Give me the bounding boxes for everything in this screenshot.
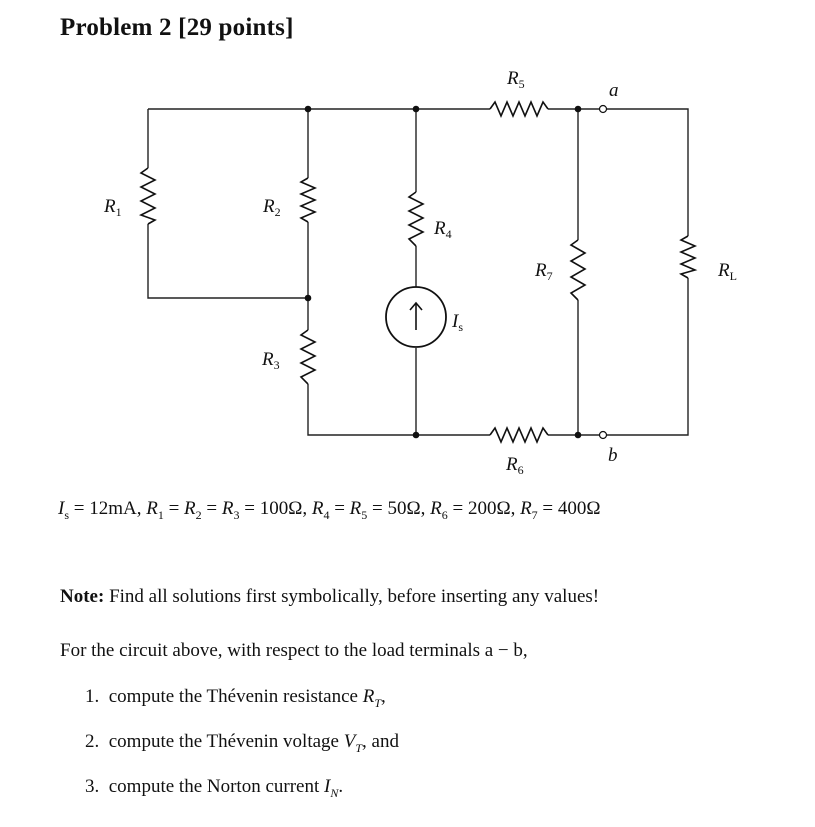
label-r7: R7: [534, 260, 553, 283]
task-3: 3. compute the Norton current IN.: [85, 776, 344, 800]
resistor-r3: [299, 329, 317, 385]
resistor-r6: [489, 425, 549, 445]
label-a: a: [609, 80, 619, 101]
problem-title: Problem 2 [29 points]: [60, 14, 294, 41]
terminal-a: [598, 104, 608, 114]
label-r4: R4: [433, 218, 452, 241]
circuit-wires: [147, 108, 689, 436]
circuit-diagram: R5 a R1 R2 R4 R7 RL Is R3 R6 b: [103, 68, 737, 477]
task-2: 2. compute the Thévenin voltage VT, and: [85, 731, 399, 755]
resistor-r5: [489, 99, 549, 119]
note-line: Note: Find all solutions first symbolica…: [60, 586, 600, 607]
resistor-r7: [569, 239, 587, 301]
label-r6: R6: [505, 454, 524, 477]
task-1: 1. compute the Thévenin resistance RT,: [85, 686, 386, 710]
intro-line: For the circuit above, with respect to t…: [60, 640, 528, 661]
label-b: b: [608, 445, 618, 466]
label-r3: R3: [261, 349, 280, 372]
current-source-is: [385, 286, 447, 348]
resistor-r1: [138, 167, 157, 225]
given-values: Is = 12mA, R1 = R2 = R3 = 100Ω, R4 = R5 …: [58, 498, 601, 522]
resistor-r4: [407, 191, 425, 247]
label-rl: RL: [717, 260, 737, 283]
resistor-r2: [298, 177, 318, 223]
terminal-b: [598, 430, 608, 440]
label-r5: R5: [506, 68, 525, 91]
label-r1: R1: [103, 196, 122, 219]
junction-dots: [304, 105, 582, 439]
label-r2: R2: [262, 196, 281, 219]
resistor-rl: [678, 235, 698, 279]
label-is: Is: [451, 311, 463, 334]
